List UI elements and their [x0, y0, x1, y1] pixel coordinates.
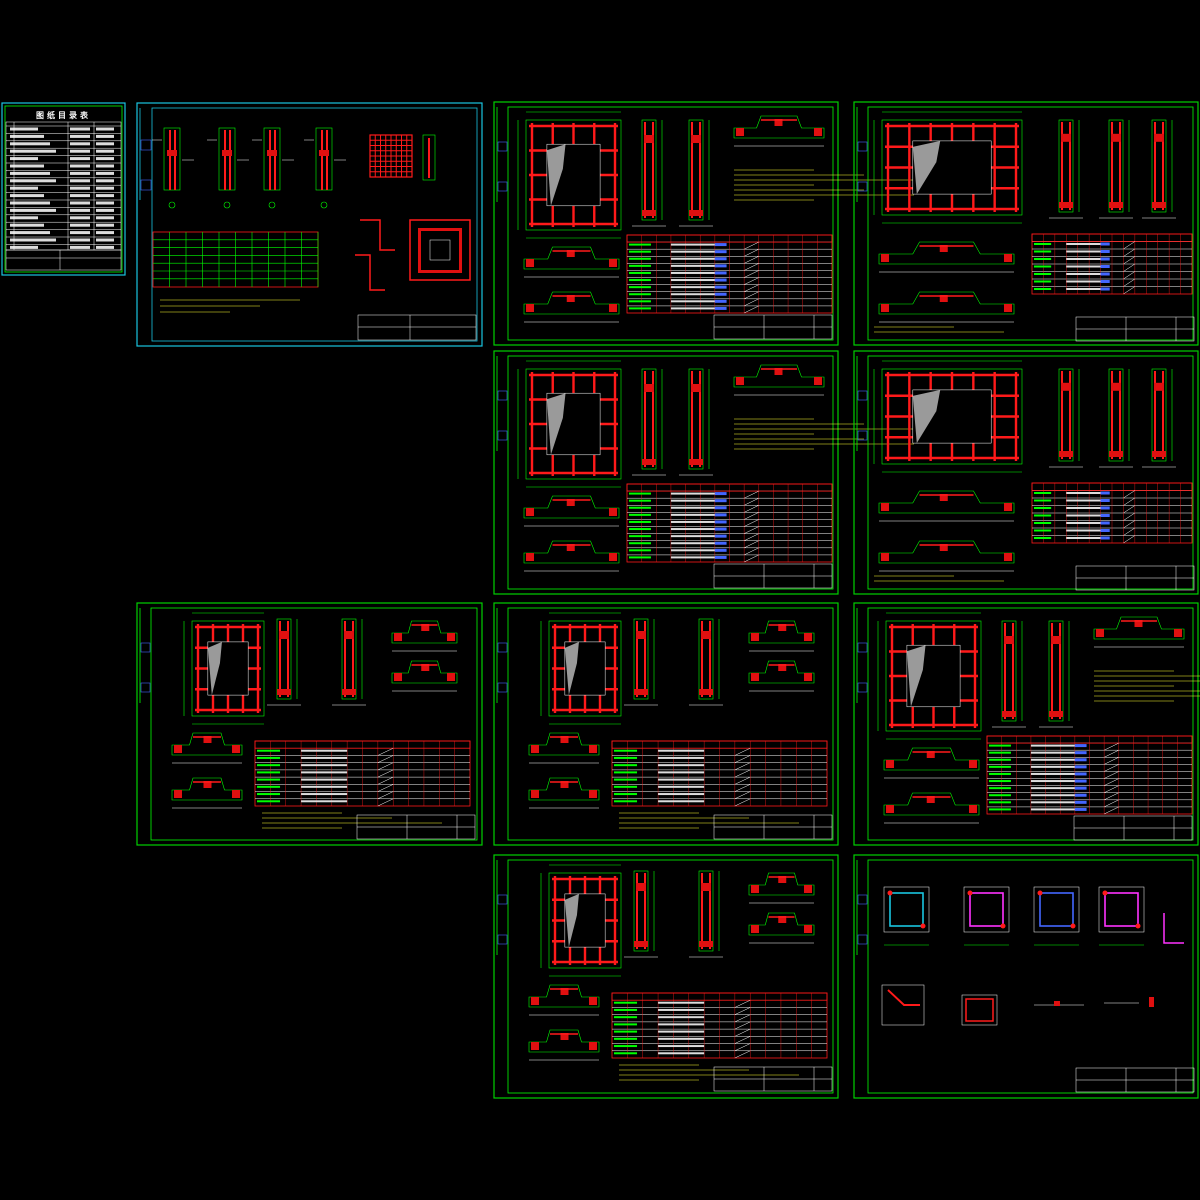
index-sheet-title: 图纸目录表	[36, 110, 91, 120]
drawing-sheet-11[interactable]	[853, 854, 1199, 1099]
column-schedule-table	[152, 231, 319, 313]
index-sheet[interactable]: 图纸目录表	[1, 102, 126, 276]
drawing-sheet-9[interactable]	[853, 602, 1200, 846]
index-table	[5, 121, 122, 251]
opening-detail	[355, 219, 471, 291]
drawing-sheet-4[interactable]	[853, 101, 1199, 346]
column-section-group	[152, 127, 346, 209]
drawing-sheet-7[interactable]	[136, 602, 483, 846]
sheet-2-title-block	[357, 314, 477, 341]
drawing-sheet-6[interactable]	[853, 350, 1199, 595]
drawing-sheet-3[interactable]	[493, 101, 914, 346]
drawing-sheet-5[interactable]	[493, 350, 914, 595]
drawing-sheet-8[interactable]	[493, 602, 839, 846]
sheet-column-details[interactable]	[136, 102, 483, 347]
drawing-sheet-10[interactable]	[493, 854, 839, 1099]
slab-mesh-detail	[369, 134, 436, 181]
